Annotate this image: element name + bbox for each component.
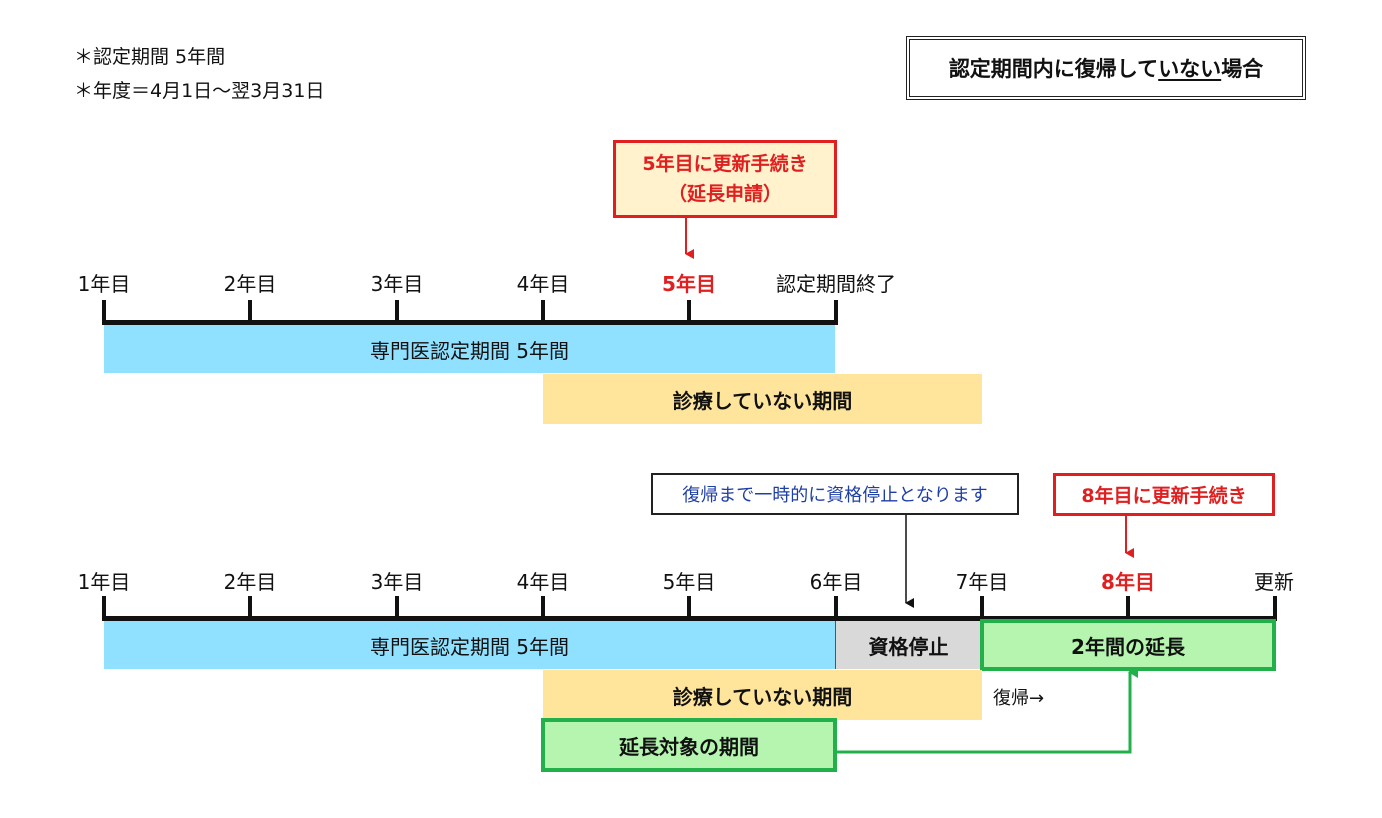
top-tick-2 [248,300,252,324]
bottom-renewal: 更新 [1254,570,1294,594]
bottom-tick-renewal [1273,596,1277,620]
bottom-year-6: 6年目 [809,570,863,594]
bottom-tick-6 [834,596,838,620]
top-tick-3 [395,300,399,324]
two-year-extension-bar: 2年間の延長 [980,619,1276,671]
suspension-bar: 資格停止 [835,621,981,669]
top-callout-line2: （延長申請） [667,183,782,205]
top-year-4: 4年目 [516,272,570,296]
suspension-callout: 復帰まで一時的に資格停止となります [651,473,1019,515]
title-post: 場合 [1221,57,1264,81]
bottom-year-4: 4年目 [516,570,570,594]
top-year-2: 2年目 [223,272,277,296]
top-renewal-callout: 5年目に更新手続き （延長申請） [613,140,837,218]
top-tick-4 [541,300,545,324]
bottom-year-7: 7年目 [955,570,1009,594]
bottom-year-5: 5年目 [662,570,716,594]
title-underlined: いない [1158,57,1222,81]
top-axis [102,320,838,325]
diagram-title: 認定期間内に復帰していない場合 [906,36,1306,100]
extension-target-period-box: 延長対象の期間 [541,718,837,772]
top-period-end: 認定期間終了 [776,272,896,296]
top-certification-period-bar: 専門医認定期間 5年間 [104,325,835,373]
bottom-tick-1 [102,596,106,620]
top-year-1: 1年目 [77,272,131,296]
top-tick-1 [102,300,106,324]
note-fiscal-year: ＊年度＝4月1日～翌3月31日 [74,80,325,102]
bottom-renewal-callout: 8年目に更新手続き [1053,473,1275,516]
bottom-year-1: 1年目 [77,570,131,594]
top-tick-5 [687,300,691,324]
bottom-tick-5 [687,596,691,620]
title-pre: 認定期間内に復帰して [948,57,1159,81]
bottom-tick-2 [248,596,252,620]
return-label: 復帰→ [993,688,1045,709]
bottom-tick-7 [980,596,984,620]
bottom-year-3: 3年目 [370,570,424,594]
bottom-tick-4 [541,596,545,620]
bottom-no-practice-bar: 診療していない期間 [543,670,982,720]
bottom-year-8: 8年目 [1101,570,1155,594]
top-year-5: 5年目 [662,272,716,296]
bottom-tick-3 [395,596,399,620]
top-year-3: 3年目 [370,272,424,296]
top-tick-end [834,300,838,324]
note-period: ＊認定期間 5年間 [74,46,226,68]
bottom-year-2: 2年目 [223,570,277,594]
extension-arrow [836,666,1138,754]
top-callout-line1: 5年目に更新手続き [642,153,808,175]
bottom-certification-period-bar: 専門医認定期間 5年間 [104,621,835,669]
top-no-practice-bar: 診療していない期間 [543,374,982,424]
bottom-tick-8 [1126,596,1130,620]
